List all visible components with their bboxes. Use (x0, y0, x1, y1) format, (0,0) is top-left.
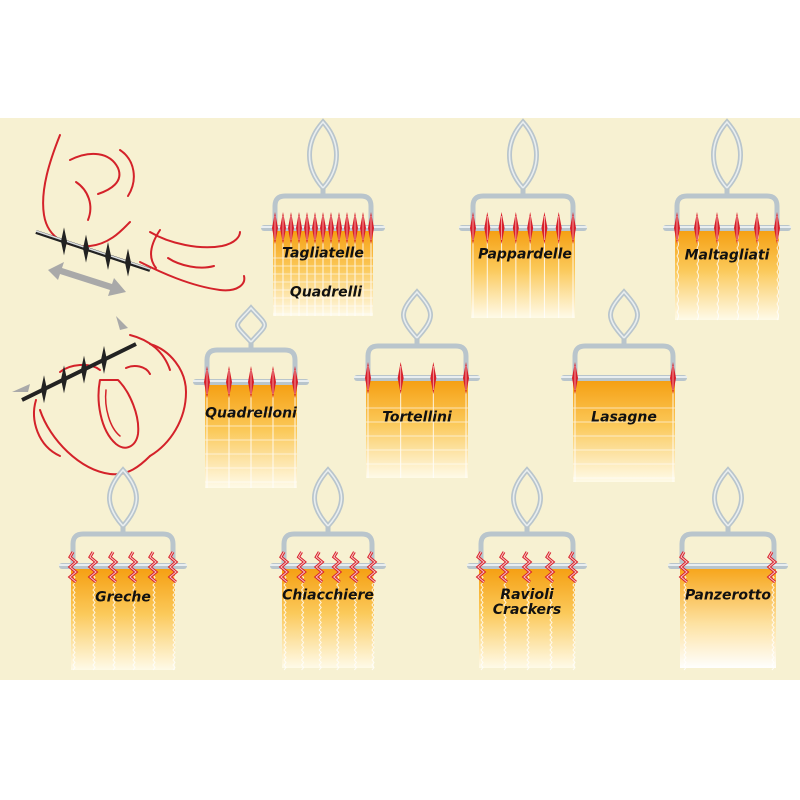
label-greche: Greche (95, 589, 151, 606)
label-quadrelloni: Quadrelloni (205, 405, 297, 422)
dough-sheet (479, 568, 575, 668)
cutter-handle (679, 466, 777, 569)
cutter-panzerotto (668, 466, 788, 671)
cut-lines (676, 231, 779, 321)
cutter-tortellini (354, 288, 480, 478)
label-panzerotto: Panzerotto (685, 587, 771, 604)
cutter-maltagliati (663, 118, 791, 321)
cutter-handle (70, 466, 176, 569)
cutter-lasagne (561, 288, 687, 482)
cutter-greche (59, 466, 187, 671)
label-tortellini: Tortellini (382, 409, 452, 426)
cutter-handle (674, 118, 780, 231)
cutter-handle (281, 466, 375, 569)
dough-sheet (573, 380, 675, 482)
label-quadrelli: Quadrelli (289, 284, 363, 301)
label-ravioli: Ravioli (500, 587, 554, 603)
label-tagliatelle: Tagliatelle (282, 245, 364, 262)
hands-inserting-rod-icon (42, 134, 246, 292)
label-crackers: Crackers (492, 602, 562, 618)
cutter-blades (365, 362, 469, 394)
cutter-handle (365, 288, 469, 381)
cut-lines (480, 569, 576, 671)
cutter-handle (572, 288, 676, 381)
cut-lines (366, 382, 468, 478)
cut-lines (205, 386, 297, 488)
dough-sheet (282, 568, 374, 668)
cutter-pappardelle (459, 118, 587, 318)
cut-lines (72, 569, 176, 671)
cutter-blades (278, 551, 378, 584)
cut-lines (683, 569, 775, 671)
cutter-quadrelloni (193, 304, 309, 488)
double-arrow-icon (48, 262, 126, 296)
dough-sheet (680, 568, 776, 668)
cutter-blades (204, 366, 298, 398)
cutter-handle (478, 466, 576, 569)
dough-sheet (675, 230, 779, 320)
direction-arrow-icon (12, 316, 128, 392)
label-pappardelle: Pappardelle (478, 246, 572, 263)
label-maltagliati: Maltagliati (684, 247, 770, 264)
cutter-blades (272, 212, 374, 244)
cutter-blades (470, 212, 576, 244)
cutter-blades (475, 551, 579, 584)
cut-lines (573, 382, 675, 482)
cut-lines (283, 569, 375, 671)
cut-lines (472, 232, 574, 318)
dough-sheet (366, 380, 468, 478)
cutter-blades (674, 212, 780, 244)
cutter-blades (572, 362, 676, 394)
hands-holding-cutter-icon (33, 334, 187, 476)
cutter-blades (67, 551, 179, 584)
dough-sheet (471, 230, 575, 318)
label-chiacchiere: Chiacchiere (282, 587, 374, 604)
label-ravioli-crackers: Ravioli Crackers (493, 588, 561, 618)
dough-sheet (71, 568, 175, 670)
cut-lines (273, 232, 373, 316)
cutter-chiacchiere (270, 466, 386, 671)
label-lasagne: Lasagne (591, 409, 657, 426)
cutter-handle (470, 118, 576, 231)
cutter-ravioli-crackers (467, 466, 587, 671)
cutter-blades (678, 551, 778, 584)
cutter-tagliatelle (261, 118, 385, 316)
